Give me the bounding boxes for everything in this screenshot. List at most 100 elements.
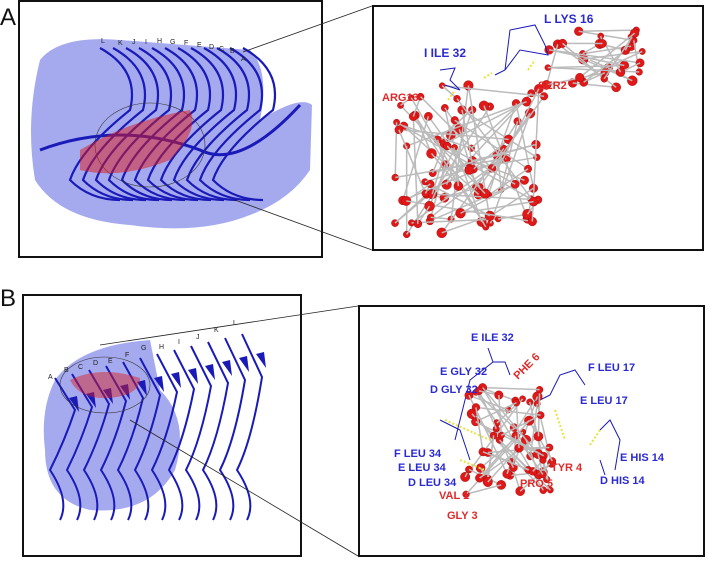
bond [478,390,497,430]
residue-label: F LEU 34 [394,448,442,460]
strand-arrow [205,364,215,380]
strand-label: C [78,364,84,371]
bond [442,84,545,98]
beta-strand [167,349,196,521]
residue-stick [439,347,511,461]
bond [428,147,456,207]
hydrogen-bond [459,459,486,471]
bond [547,64,625,69]
bond [405,183,431,202]
bond [487,435,495,483]
bond [499,439,529,471]
bond [444,100,527,145]
strand-label: K [214,327,219,334]
beta-strand [99,365,128,521]
strand-arrow [171,372,181,388]
bond [603,32,636,80]
bond [578,29,637,33]
atom [519,175,529,185]
strand-label: F [125,352,130,359]
strand-label: I [178,339,180,346]
residue-label: E GLY 32 [440,366,488,378]
bond [398,129,509,141]
bond [498,395,503,436]
beta-strand [235,333,264,521]
beta-strand [133,357,162,521]
bond [460,200,534,214]
residue-label: PRO 5 [520,478,554,490]
strand-label: B [64,367,69,374]
bond [500,414,541,436]
bond [583,50,643,60]
strand-label: J [132,39,136,46]
panel-b-detail-box [358,305,705,557]
bond [467,85,492,224]
bond [470,92,532,149]
bond [515,402,520,449]
beta-strand [116,361,145,521]
strand-label: H [159,344,165,351]
strand-label: J [196,334,200,341]
residue-label: D GLY 32 [430,384,478,396]
bond [446,145,470,171]
strand-label: B [230,48,235,55]
bond [431,119,456,195]
beta-strand [201,341,230,521]
residue-label: D HIS 14 [600,475,645,487]
strand-arrow [256,352,266,368]
atom [539,456,547,464]
strand-arrow [137,380,147,396]
residue-label: GLY 3 [447,510,478,522]
panel-b-ligand-detail [439,347,621,498]
strand-label: A [241,56,246,63]
strand-arrow [239,356,249,372]
residue-label: L LYS 16 [544,12,594,26]
residue-label: E ILE 32 [471,332,514,344]
residue-label: TYR 4 [551,462,583,474]
bond [427,115,481,188]
bond [396,121,532,200]
hydrogen-bond [444,419,491,441]
bond [420,96,493,169]
beta-strand [82,369,111,521]
strand-label: G [141,345,147,352]
strand-label: F [184,40,189,47]
bond [475,406,541,416]
beta-strand [150,353,179,521]
residue-stick [494,24,549,76]
beta-strand [65,373,94,521]
bond [562,42,605,80]
bond [403,125,480,195]
atom [408,112,418,121]
zoom-connector-line [234,199,373,251]
strand-label: C [219,46,225,53]
bond [482,386,540,391]
beta-strand [184,345,213,521]
residue-label: ARG13 [382,92,419,104]
bond [529,401,552,491]
residue-label: E LEU 17 [580,395,628,407]
strand-label: K [118,40,123,47]
bond [395,157,507,179]
residue-label: F LEU 17 [588,362,636,374]
bond [489,112,531,224]
bond [460,183,516,214]
strand-arrow [69,396,79,412]
bond [548,49,625,67]
strand-arrow [154,376,164,392]
residue-label: I ILE 32 [424,46,467,60]
residue-label: D LEU 34 [408,477,457,489]
residue-label: SER2 [538,80,567,92]
strand-arrow [86,392,96,408]
ligand-surface [80,110,193,174]
strand-label: L [101,38,105,45]
beta-strand [198,47,264,202]
residue-label: VAL 1 [439,490,470,502]
zoom-connector-line [242,5,373,53]
beta-strand [39,103,302,157]
strand-label: L [233,320,237,327]
bond [482,387,539,455]
strand-label: G [170,39,176,46]
hydrogen-bond [554,409,566,441]
panel-b-label: B [0,285,17,312]
